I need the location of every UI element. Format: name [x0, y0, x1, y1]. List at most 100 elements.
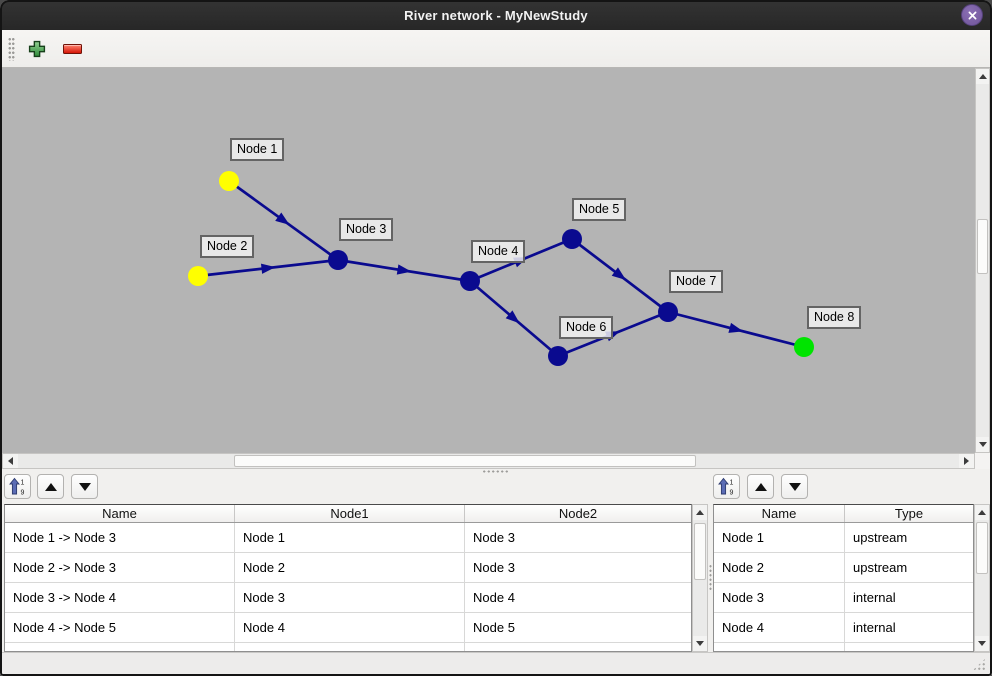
nodes-sort-button[interactable]: 1 9 [713, 474, 740, 499]
network-node[interactable] [188, 266, 208, 286]
scroll-up-button[interactable] [976, 69, 989, 84]
scroll-up-button[interactable] [975, 505, 989, 520]
flow-direction-arrow-icon [505, 310, 520, 324]
column-header[interactable]: Name [5, 505, 235, 522]
vertical-scroll-thumb[interactable] [976, 522, 988, 574]
toolbar-drag-handle[interactable] [8, 36, 15, 61]
vertical-scroll-thumb[interactable] [694, 523, 706, 580]
table-cell[interactable]: upstream [853, 560, 908, 575]
splitter-handle-icon [482, 470, 510, 473]
window-title: River network - MyNewStudy [404, 7, 588, 23]
table-cell[interactable]: Node 3 [473, 560, 515, 575]
scroll-down-button[interactable] [693, 636, 707, 651]
node-label[interactable]: Node 8 [807, 306, 862, 329]
network-node[interactable] [562, 229, 582, 249]
table-cell[interactable] [714, 643, 845, 651]
table-cell[interactable]: Node 4 [473, 590, 515, 605]
splitter-handle-icon [709, 564, 712, 592]
network-node[interactable] [548, 346, 568, 366]
table-cell[interactable]: Node 1 -> Node 3 [5, 523, 235, 552]
table-cell[interactable]: internal [853, 620, 896, 635]
close-button[interactable] [961, 4, 983, 26]
table-cell[interactable]: Node 2 -> Node 3 [5, 553, 235, 582]
scroll-right-button[interactable] [959, 454, 974, 468]
up-arrow-icon [44, 482, 57, 491]
table-cell[interactable]: Node 2 [714, 553, 845, 582]
column-header[interactable]: Name [714, 505, 845, 522]
resize-grip[interactable] [972, 658, 986, 671]
node-label[interactable]: Node 2 [200, 235, 255, 258]
node-label[interactable]: Node 1 [230, 138, 285, 161]
column-header[interactable]: Node1 [235, 505, 465, 522]
table-row[interactable]: Node 4 internal [714, 613, 973, 643]
network-node[interactable] [460, 271, 480, 291]
nodes-table-scrollbar[interactable] [974, 504, 990, 652]
network-node[interactable] [328, 250, 348, 270]
table-cell[interactable]: Node 2 [235, 553, 465, 582]
table-cell[interactable]: Node 3 [473, 530, 515, 545]
table-cell[interactable]: Node 4 -> Node 5 [5, 613, 235, 642]
table-cell[interactable]: Node 4 [714, 613, 845, 642]
table-row[interactable] [714, 643, 973, 651]
scroll-down-button[interactable] [976, 437, 989, 452]
node-label[interactable]: Node 3 [339, 218, 394, 241]
scroll-up-button[interactable] [693, 505, 707, 520]
nodes-move-down-button[interactable] [781, 474, 808, 499]
column-header[interactable]: Node2 [558, 506, 598, 521]
table-cell[interactable]: Node 5 [473, 620, 515, 635]
vertical-scroll-thumb[interactable] [977, 219, 988, 274]
table-row[interactable]: Node 2 upstream [714, 553, 973, 583]
scroll-down-button[interactable] [975, 636, 989, 651]
table-cell[interactable]: Node 3 [235, 583, 465, 612]
scroll-left-button[interactable] [3, 454, 18, 468]
table-cell[interactable] [845, 643, 973, 651]
table-cell[interactable]: Node 3 -> Node 4 [5, 583, 235, 612]
table-cell[interactable] [235, 643, 465, 651]
branches-table-scrollbar[interactable] [692, 504, 708, 652]
table-cell[interactable]: Node 1 [714, 523, 845, 552]
up-arrow-icon [696, 510, 704, 515]
horizontal-scroll-thumb[interactable] [234, 455, 696, 467]
table-cell[interactable] [5, 643, 235, 651]
close-icon [968, 11, 976, 19]
column-header[interactable]: Type [894, 506, 924, 521]
table-row[interactable]: Node 3 internal [714, 583, 973, 613]
network-node[interactable] [658, 302, 678, 322]
node-label[interactable]: Node 6 [559, 316, 614, 339]
main-toolbar [0, 30, 992, 68]
table-cell[interactable]: Node 1 [235, 523, 465, 552]
table-cell[interactable]: Node 3 [714, 583, 845, 612]
table-row[interactable]: Node 1 upstream [714, 523, 973, 553]
horizontal-splitter[interactable] [0, 469, 992, 474]
remove-button[interactable] [59, 36, 85, 62]
table-cell[interactable]: Node 4 [235, 613, 465, 642]
table-cell[interactable]: internal [853, 590, 896, 605]
table-cell[interactable] [465, 643, 691, 651]
node-label[interactable]: Node 4 [471, 240, 526, 263]
sort-ascending-icon: 1 9 [9, 477, 25, 496]
branches-move-down-button[interactable] [71, 474, 98, 499]
branches-sort-button[interactable]: 1 9 [4, 474, 31, 499]
up-arrow-icon [754, 482, 767, 491]
nodes-move-up-button[interactable] [747, 474, 774, 499]
canvas-horizontal-scrollbar[interactable] [2, 453, 975, 469]
sort-ascending-icon: 1 9 [718, 477, 734, 496]
table-row[interactable] [5, 643, 691, 651]
branches-move-up-button[interactable] [37, 474, 64, 499]
titlebar[interactable]: River network - MyNewStudy [0, 0, 992, 30]
node-label[interactable]: Node 7 [669, 270, 724, 293]
canvas-vertical-scrollbar[interactable] [975, 68, 990, 453]
network-node[interactable] [219, 171, 239, 191]
vertical-splitter[interactable] [708, 504, 713, 652]
network-node[interactable] [794, 337, 814, 357]
node-label[interactable]: Node 5 [572, 198, 627, 221]
network-canvas[interactable]: Node 1 Node 2 Node 3 Node 4 Node 5 Node 6 Node… [2, 68, 975, 453]
add-button[interactable] [24, 36, 50, 62]
table-cell[interactable]: upstream [853, 530, 908, 545]
